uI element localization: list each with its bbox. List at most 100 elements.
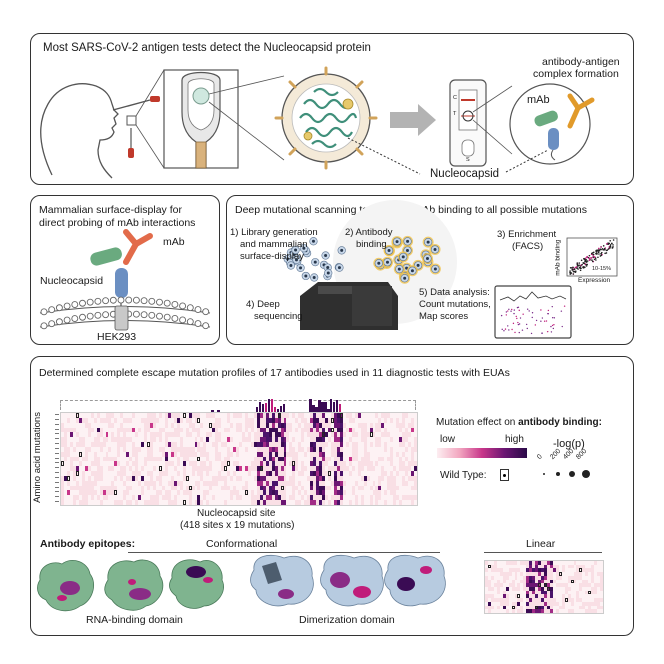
heatmap-cell <box>218 495 222 501</box>
heatmap-cell <box>292 437 296 443</box>
heatmap-cell <box>179 466 183 472</box>
heatmap-cell <box>63 422 67 428</box>
heatmap-cell <box>75 475 79 481</box>
heatmap-cell <box>411 490 415 496</box>
heatmap-cell <box>319 422 323 428</box>
heatmap-cell <box>408 500 412 505</box>
heatmap-cell <box>295 495 299 501</box>
heatmap-cell <box>292 442 296 447</box>
heatmap-cell <box>256 490 260 496</box>
heatmap-cell <box>144 432 148 438</box>
heatmap-cell <box>369 442 373 447</box>
heatmap-cell <box>411 451 415 457</box>
heatmap-cell <box>182 422 186 428</box>
hek293-label: HEK293 <box>97 331 137 343</box>
heatmap-cell <box>152 417 156 423</box>
heatmap-cell <box>286 480 290 486</box>
heatmap-cell <box>375 500 379 505</box>
heatmap-cell <box>96 461 100 467</box>
heatmap-cell <box>348 413 352 418</box>
heatmap-cell <box>295 427 299 433</box>
heatmap-cell <box>265 451 269 457</box>
heatmap-cell <box>194 466 198 472</box>
heatmap-cell <box>313 475 317 481</box>
heatmap-cell <box>307 432 311 438</box>
heatmap-cell <box>283 442 287 447</box>
heatmap-cell <box>66 466 70 472</box>
heatmap-cell <box>170 500 174 505</box>
heatmap-cell <box>289 471 293 476</box>
heatmap-cell <box>490 594 494 599</box>
heatmap-cell <box>286 427 290 433</box>
heatmap-cell <box>351 490 355 496</box>
heatmap-cell <box>594 609 598 613</box>
heatmap-cell <box>363 490 367 496</box>
heatmap-cell <box>508 564 512 569</box>
heatmap-cell <box>541 609 544 613</box>
heatmap-cell <box>69 471 73 476</box>
heatmap-cell <box>561 586 565 591</box>
heatmap-cell <box>600 583 603 587</box>
heatmap-cell <box>81 495 85 501</box>
heatmap-cell <box>241 495 245 501</box>
heatmap-cell <box>81 437 85 443</box>
heatmap-cell <box>200 485 204 491</box>
heatmap-cell <box>292 471 296 476</box>
heatmap-cell <box>138 500 142 505</box>
heatmap-cell <box>372 475 376 481</box>
heatmap-cell <box>230 422 234 428</box>
escape-bar <box>332 402 336 412</box>
heatmap-cell <box>277 500 281 505</box>
heatmap-cell <box>493 579 497 584</box>
heatmap-cell <box>135 471 139 476</box>
heatmap-cell <box>117 427 121 433</box>
heatmap-cell <box>93 485 97 491</box>
heatmap-cell <box>414 495 417 501</box>
heatmap-cell <box>567 609 571 613</box>
heatmap-cell <box>330 442 334 447</box>
heatmap-cell <box>585 590 589 595</box>
heatmap-cell <box>295 490 299 496</box>
heatmap-cell <box>393 485 397 491</box>
heatmap-cell <box>147 446 150 452</box>
heatmap-cell <box>511 561 515 565</box>
heatmap-cell <box>402 413 406 418</box>
heatmap-cell <box>72 471 76 476</box>
heatmap-cell <box>535 564 539 569</box>
heatmap-cell <box>250 456 254 462</box>
heatmap-cell <box>339 461 343 467</box>
heatmap-cell <box>573 609 577 613</box>
heatmap-cell <box>325 495 328 501</box>
heatmap-cell <box>188 451 192 457</box>
heatmap-cell <box>90 480 94 486</box>
heatmap-cell <box>206 480 210 486</box>
heatmap-cell <box>280 490 284 496</box>
heatmap-cell <box>265 500 269 505</box>
heatmap-cell <box>333 500 337 505</box>
heatmap-cell <box>570 590 574 595</box>
heatmap-cell <box>532 579 536 584</box>
heatmap-cell <box>259 485 263 491</box>
heatmap-cell <box>256 471 260 476</box>
heatmap-cell <box>487 590 491 595</box>
heatmap-cell <box>532 594 536 599</box>
heatmap-cell <box>250 466 254 472</box>
heatmap-cell <box>224 427 228 433</box>
heatmap-cell <box>485 572 488 576</box>
heatmap-cell <box>132 485 136 491</box>
heatmap-cell <box>84 466 88 472</box>
heatmap-cell <box>399 427 403 433</box>
heatmap-cell <box>69 446 73 452</box>
heatmap-cell <box>66 422 70 428</box>
heatmap-cell <box>292 451 296 457</box>
heatmap-cell <box>108 471 112 476</box>
heatmap-cell <box>203 485 207 491</box>
heatmap-cell <box>72 432 76 438</box>
heatmap-cell <box>167 480 171 486</box>
heatmap-cell <box>265 461 269 467</box>
heatmap-cell <box>597 579 601 584</box>
heatmap-cell <box>191 480 195 486</box>
heatmap-cell <box>132 422 136 428</box>
heatmap-cell <box>96 417 100 423</box>
heatmap-cell <box>310 466 314 472</box>
